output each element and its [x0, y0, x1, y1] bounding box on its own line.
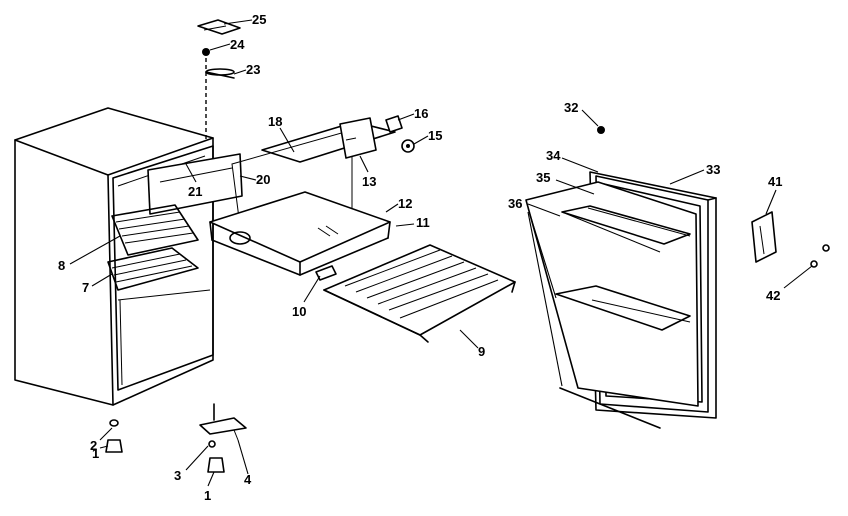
callout-23: 23 — [246, 62, 260, 77]
thermostat-control — [339, 117, 377, 159]
handle-screws — [810, 244, 830, 268]
callout-32: 32 — [564, 100, 578, 115]
callout-35: 35 — [536, 170, 550, 185]
freezer-door-panel — [147, 153, 243, 215]
callout-15: 15 — [428, 128, 442, 143]
callout-41: 41 — [768, 174, 782, 189]
callout-42: 42 — [766, 288, 780, 303]
callout-20: 20 — [256, 172, 270, 187]
door-shelf-upper — [561, 205, 691, 253]
hinge-pin — [208, 440, 216, 448]
door-screw — [597, 126, 605, 134]
top-hinge — [205, 68, 235, 79]
callout-18: 18 — [268, 114, 282, 129]
hinge-cover — [197, 19, 241, 35]
callout-10: 10 — [292, 304, 306, 319]
callout-24: 24 — [230, 37, 245, 52]
wire-shelf-lower — [107, 247, 199, 291]
callout-1-right: 1 — [204, 488, 211, 503]
callout-3: 3 — [174, 468, 181, 483]
leveling-leg-left — [105, 439, 123, 453]
leveling-washer — [109, 419, 119, 427]
callout-13: 13 — [362, 174, 376, 189]
door-bottom-rail — [559, 387, 661, 429]
callout-36: 36 — [508, 196, 522, 211]
callout-12: 12 — [398, 196, 412, 211]
door-liner — [525, 181, 699, 407]
callout-7: 7 — [82, 280, 89, 295]
callout-11: 11 — [416, 215, 430, 230]
part-callouts: 25 24 23 18 16 15 13 20 21 12 11 8 7 10 … — [58, 12, 813, 503]
bottom-hinge — [199, 403, 247, 441]
wire-shelf-upper — [111, 204, 199, 256]
callout-33: 33 — [706, 162, 720, 177]
callout-16: 16 — [414, 106, 428, 121]
control-bracket — [385, 115, 403, 133]
door-shelf-lower — [555, 285, 691, 331]
callout-21: 21 — [188, 184, 202, 199]
drip-tray — [323, 244, 516, 343]
door-handle — [751, 211, 777, 263]
control-knob — [401, 139, 415, 153]
callout-25: 25 — [252, 12, 266, 27]
evaporator-tray — [209, 191, 391, 276]
leveling-leg-right — [207, 457, 225, 473]
callout-2: 2 — [90, 438, 97, 453]
callout-8: 8 — [58, 258, 65, 273]
hinge-screw — [202, 48, 210, 56]
callout-9: 9 — [478, 344, 485, 359]
callout-34: 34 — [546, 148, 561, 163]
callout-4: 4 — [244, 472, 252, 487]
callout-1-left: 1 — [92, 446, 99, 461]
